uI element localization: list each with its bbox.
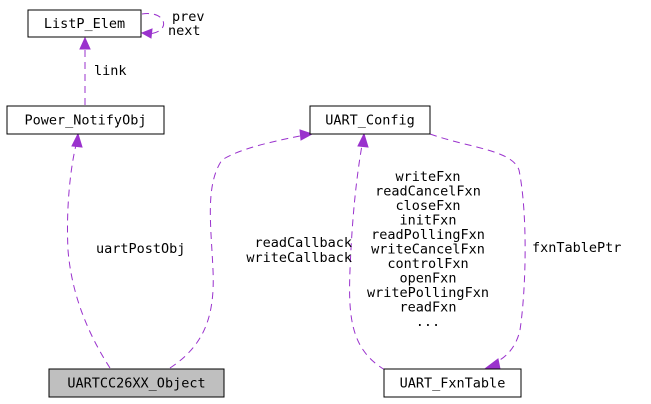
arrowhead-callbacks (299, 129, 314, 141)
node-label: ListP_Elem (44, 16, 125, 32)
arrowhead-uart-post-obj (71, 132, 83, 148)
node-uartcc26xx-object[interactable]: UARTCC26XX_Object (48, 368, 225, 398)
edge-prev-next-self-loop (141, 13, 165, 35)
fxn-member-label: writePollingFxn (367, 285, 489, 301)
node-uart-config[interactable]: UART_Config (309, 105, 431, 135)
edge-fxn-table-ptr (429, 133, 526, 363)
edge-label-read-callback: readCallback (254, 235, 352, 251)
fxn-member-label: initFxn (400, 213, 457, 229)
fxn-member-label: writeCancelFxn (371, 242, 485, 258)
edge-label-fxn-table-ptr: fxnTablePtr (532, 240, 621, 256)
edge-callbacks (169, 135, 301, 369)
fxn-member-label: readFxn (400, 300, 457, 316)
arrowhead-link (79, 36, 91, 50)
fxn-member-label: ... (416, 314, 440, 330)
edge-label-fxn-members: writeFxn readCancelFxn closeFxn initFxn … (367, 169, 489, 330)
fxn-member-label: readPollingFxn (371, 227, 485, 243)
node-power-notify-obj[interactable]: Power_NotifyObj (6, 105, 165, 135)
edge-label-uart-post-obj: uartPostObj (96, 241, 185, 257)
fxn-member-label: controlFxn (387, 256, 468, 272)
fxn-member-label: closeFxn (395, 198, 460, 214)
node-listp-elem[interactable]: ListP_Elem (27, 9, 142, 38)
node-label: UART_FxnTable (400, 376, 506, 392)
edge-label-next: next (168, 23, 201, 39)
edge-label-link: link (94, 63, 127, 79)
arrowhead-fxn-members (357, 132, 369, 148)
arrowhead-fxn-table-ptr (484, 358, 501, 370)
edge-fxn-members (349, 144, 386, 371)
node-label: UART_Config (325, 113, 414, 129)
edge-label-write-callback: writeCallback (246, 250, 352, 266)
fxn-member-label: readCancelFxn (375, 184, 481, 200)
fxn-member-label: writeFxn (395, 169, 460, 185)
arrowhead-self-loop (140, 28, 153, 39)
edge-uart-post-obj (66, 144, 111, 369)
node-label: Power_NotifyObj (25, 113, 147, 129)
edge-label-prev: prev (172, 9, 205, 25)
node-label: UARTCC26XX_Object (67, 376, 205, 392)
fxn-member-label: openFxn (400, 271, 457, 287)
node-uart-fxn-table[interactable]: UART_FxnTable (383, 368, 522, 398)
